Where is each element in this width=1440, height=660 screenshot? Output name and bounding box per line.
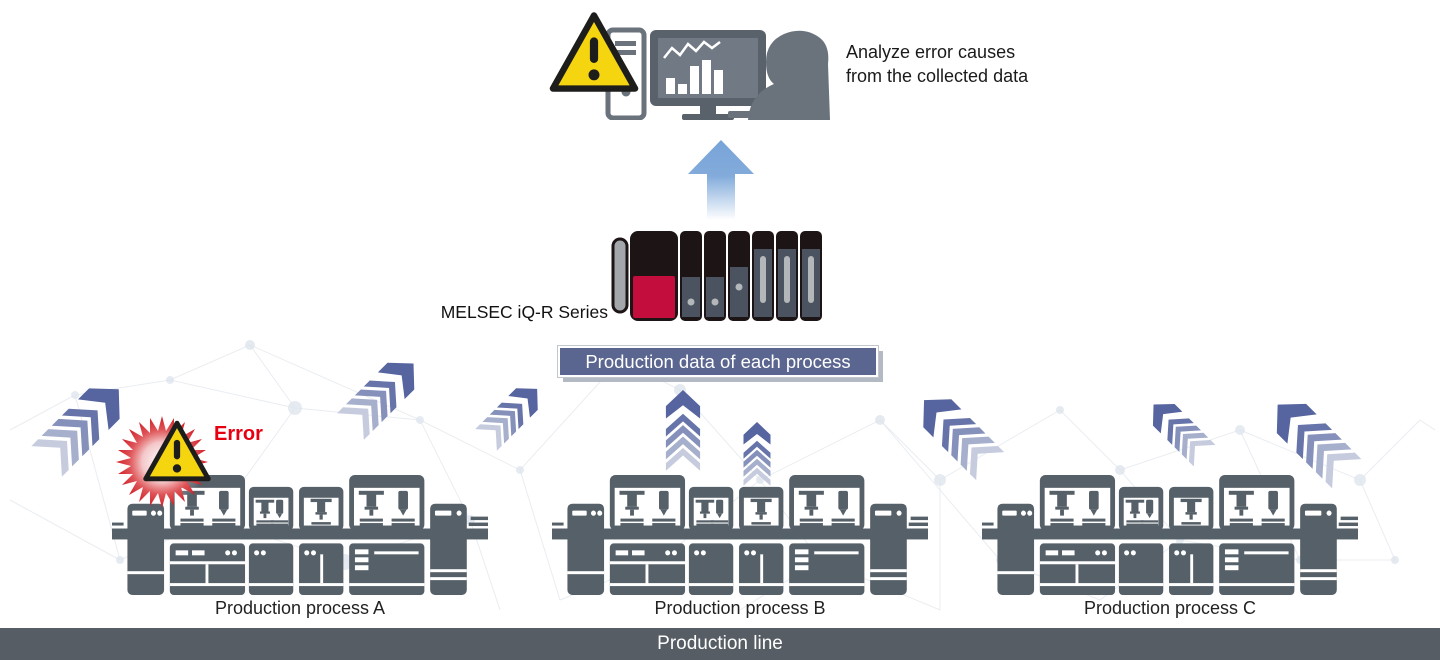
analysis-caption: Analyze error causes from the collected …: [846, 40, 1028, 88]
production-line-label: Production line: [657, 633, 783, 654]
upload-arrow-icon: [688, 140, 754, 220]
production-process-label: Production process B: [654, 598, 826, 618]
production-line-bar: Production line: [0, 628, 1440, 660]
data-flow-arrow-icon: [664, 390, 702, 472]
melsec-plc-icon: [610, 229, 825, 324]
caption-line-1: Analyze error causes: [846, 42, 1016, 62]
error-label: Error: [214, 423, 263, 445]
banner-label: Production data of each process: [585, 350, 851, 372]
production-machines-icon: [982, 467, 1358, 596]
warning-icon: [548, 10, 640, 94]
production-machines-icon: [552, 467, 928, 596]
plc-label: MELSEC iQ-R Series: [440, 302, 608, 322]
production-data-banner: Production data of each process: [558, 346, 878, 377]
production-process-label: Production process A: [214, 598, 386, 618]
caption-line-2: from the collected data: [846, 66, 1029, 86]
production-process-label: Production process C: [1083, 598, 1257, 618]
error-warning-icon: [142, 419, 212, 483]
production-process-group-c: [982, 467, 1358, 596]
production-process-group-b: [552, 467, 928, 596]
